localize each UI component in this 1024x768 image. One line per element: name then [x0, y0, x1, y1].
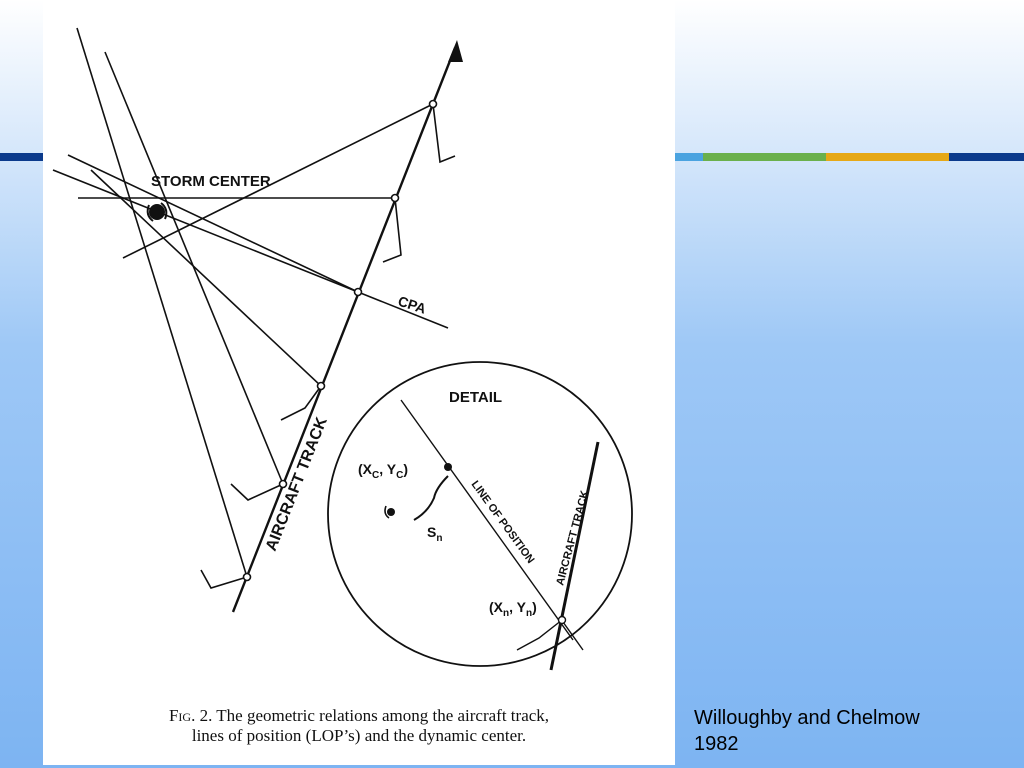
figure-caption: Fig. 2. The geometric relations among th…: [43, 706, 675, 746]
accent-stripe-4: [949, 153, 1024, 161]
detail-dynamic-center-point: [444, 463, 452, 471]
observation-point-1: [428, 99, 438, 109]
wind-barb-1: [432, 103, 456, 164]
dynamic-center-coordinates: (XC, YC): [358, 461, 408, 481]
aircraft-track-line: [231, 47, 457, 613]
aircraft-track-label: AIRCRAFT TRACK: [263, 415, 331, 554]
observation-point-2: [390, 193, 400, 203]
caption-line-1-text: The geometric relations among the aircra…: [212, 706, 550, 725]
figure-panel: STORM CENTER CPA AIRCRAFT TRACK DETAIL (…: [43, 0, 675, 765]
distance-sn-label: Sn: [427, 524, 442, 544]
detail-title: DETAIL: [449, 389, 502, 406]
citation-year: 1982: [694, 733, 739, 755]
citation: Willoughby and Chelmow 1982: [694, 705, 1014, 757]
storm-center-icon: [146, 202, 168, 222]
lop-line-6: [104, 51, 284, 485]
cpa-line-extension: [357, 291, 449, 329]
lop-line-5: [90, 169, 322, 387]
distance-bracket: [413, 475, 449, 521]
caption-line-2: lines of position (LOP’s) and the dynami…: [191, 726, 527, 745]
detail-storm-icon: [384, 505, 395, 519]
detail-inset: [327, 361, 633, 671]
wind-barb-5: [200, 569, 248, 589]
observation-point-4: [316, 381, 326, 391]
observation-point-cpa: [353, 287, 363, 297]
observation-point-5: [278, 479, 288, 489]
citation-authors: Willoughby and Chelmow: [694, 707, 920, 729]
accent-stripe-2: [703, 153, 826, 161]
accent-stripe-left: [0, 153, 43, 161]
lop-line-4: [67, 154, 359, 293]
lop-line-1: [122, 103, 434, 259]
accent-stripe-3: [826, 153, 949, 161]
track-arrowhead: [448, 40, 463, 62]
detail-lop-extension: [562, 621, 584, 651]
storm-center-label: STORM CENTER: [151, 173, 271, 190]
detail-aircraft-track-line: [549, 441, 600, 671]
accent-stripe-1: [675, 153, 703, 161]
caption-line-1: Fig. 2. The geometric relations among th…: [43, 706, 675, 726]
lop-line-7: [76, 27, 248, 578]
wind-barb-4: [230, 483, 284, 501]
observation-point-6: [242, 572, 252, 582]
wind-barb-2: [382, 197, 402, 263]
observation-coordinates: (Xn, Yn): [489, 599, 537, 619]
wind-barb-3: [280, 385, 322, 421]
main-diagram: [52, 27, 463, 613]
detail-observation-point: [557, 615, 567, 625]
detail-line-of-position: [400, 399, 574, 641]
detail-circle: [327, 361, 633, 667]
storm-geometry-diagram: STORM CENTER CPA AIRCRAFT TRACK DETAIL (…: [52, 27, 633, 671]
figure-number: Fig. 2.: [168, 706, 213, 725]
lop-line-3: [52, 169, 359, 293]
detail-wind-barb: [516, 619, 563, 651]
